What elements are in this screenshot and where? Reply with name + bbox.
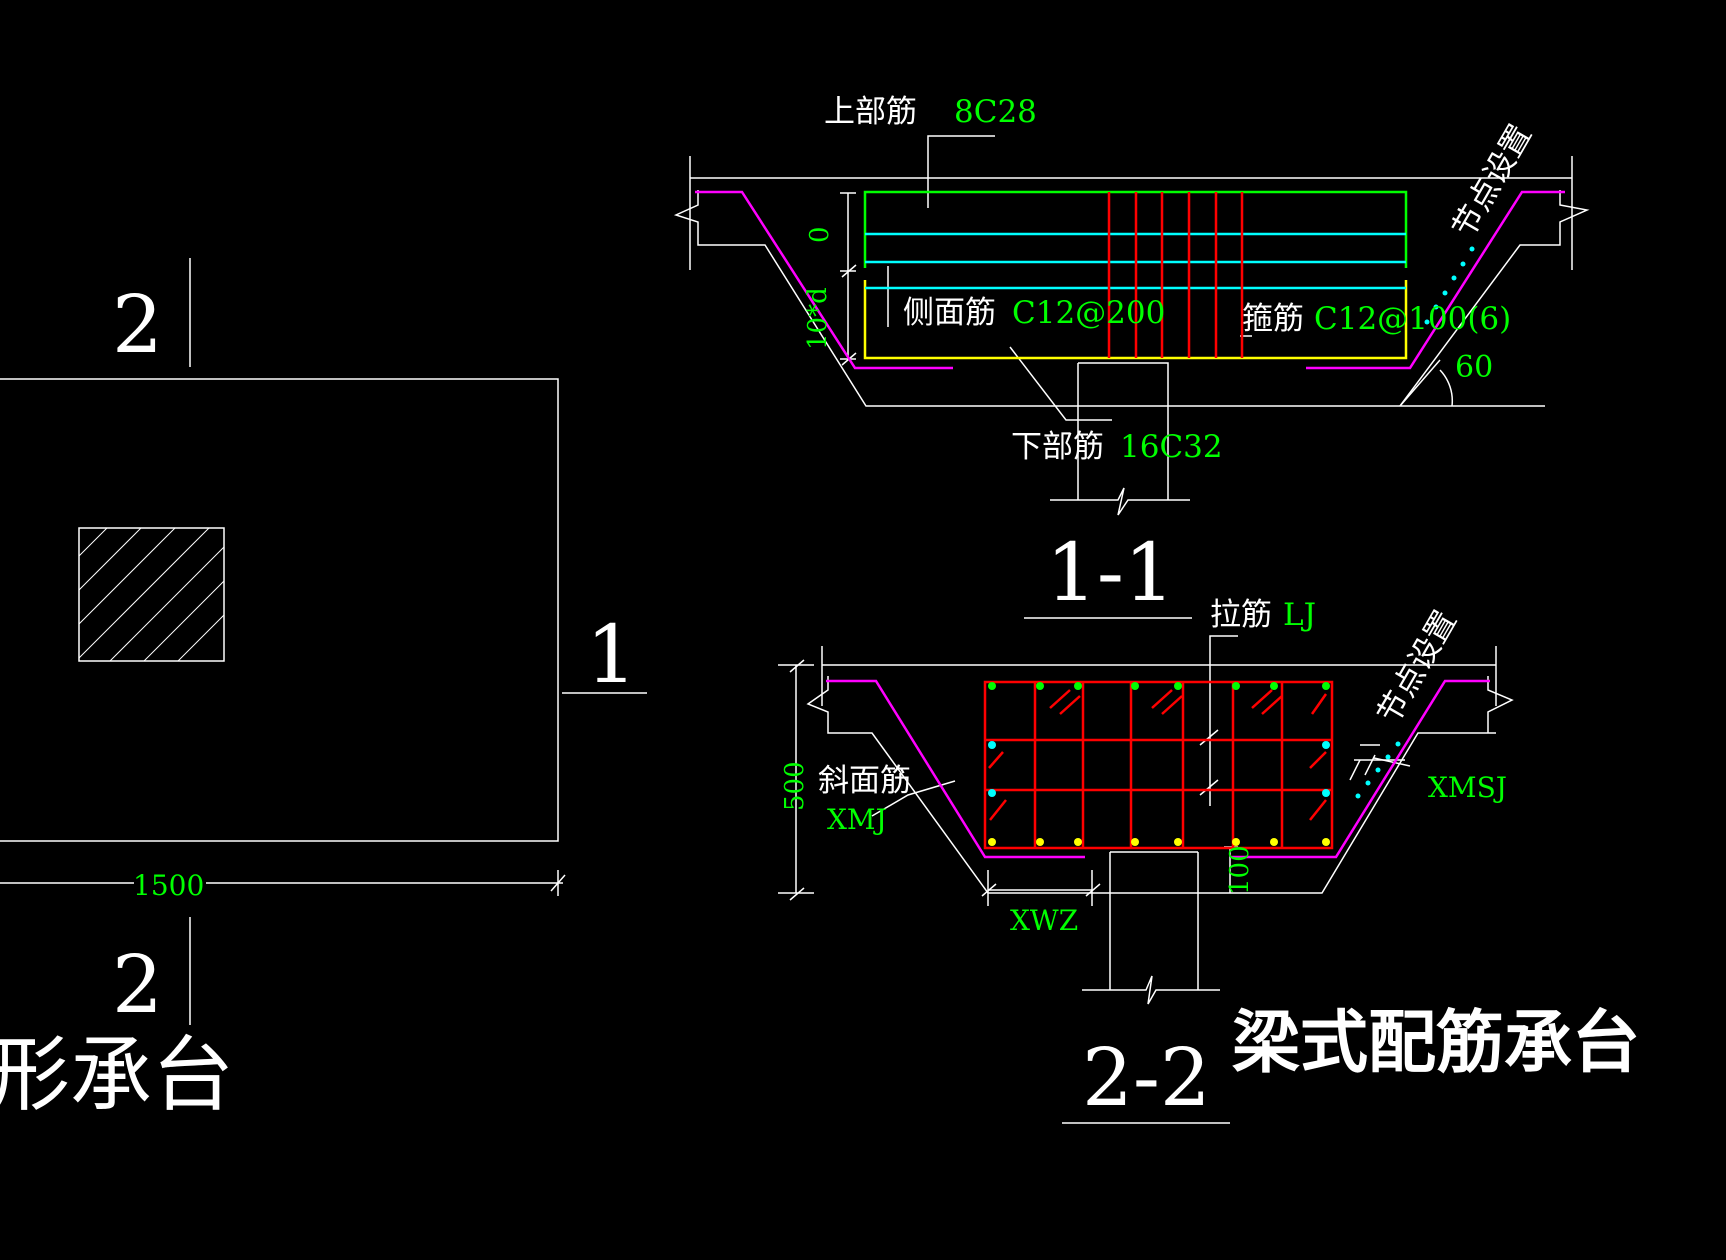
width-dimension-text: 1500 [133,869,204,902]
section-mark-1-right: 1 [586,608,637,701]
section-1-1-slope-bars [695,190,1565,370]
side-bar-label: 侧面筋 [903,295,996,331]
bottom-bar-label: 下部筋 [1011,429,1104,465]
slope-bar-label: 斜面筋 [818,763,911,799]
section-1-1-outline [673,135,1590,516]
section-2-2-slope-bars [826,679,1490,859]
stirrup-value: C12@100(6) [1314,301,1511,337]
node-setting-label-2: 节点设置 [1371,605,1464,730]
slope-bar-value: XMJ [827,803,887,836]
bottom-bar-value: 16C32 [1120,429,1223,465]
side-bar-value: C12@200 [1012,295,1165,331]
section-mark-2-bottom: 2 [112,938,163,1031]
node-setting-label-1: 节点设置 [1446,119,1539,244]
section-mark-2-top: 2 [112,278,163,371]
dim-xwz: XWZ [1010,904,1078,937]
side-bar-dots [988,741,1401,799]
top-bar-dots [988,682,1330,690]
slope-angle: 60 [1455,350,1493,385]
section-2-2 [778,635,1514,1124]
tie-bar-label: 拉筋 [1210,597,1272,633]
stirrup-label: 箍筋 [1242,301,1304,337]
column-section [78,527,225,662]
plan-title-fragment: 形承台 [0,1028,234,1123]
section-1-1 [673,135,1590,619]
bottom-bar-dots [988,838,1330,846]
plan-view [0,258,647,1025]
drawing-title: 梁式配筋承台 [1232,1004,1640,1083]
dim-zero: 0 [805,226,835,243]
dim-anchor-length: 10*d [803,287,833,350]
top-bar-value: 8C28 [954,94,1037,130]
pile-cap-outline [0,378,559,842]
rebar-cage-grid [983,680,1334,850]
stirrups [1107,192,1244,358]
section-2-2-outline [778,635,1514,1124]
dim-cover: 100 [1225,845,1255,895]
tie-bar-value: LJ [1283,597,1316,633]
top-bar-label: 上部筋 [824,94,917,130]
dim-height: 500 [780,761,810,811]
section-1-1-title: 1-1 [1046,526,1175,619]
node-dots [1424,246,1475,325]
section-2-2-title: 2-2 [1082,1031,1211,1124]
slope-side-value: XMSJ [1428,771,1507,804]
column-hatch [78,527,225,662]
tie-hooks [988,689,1328,821]
